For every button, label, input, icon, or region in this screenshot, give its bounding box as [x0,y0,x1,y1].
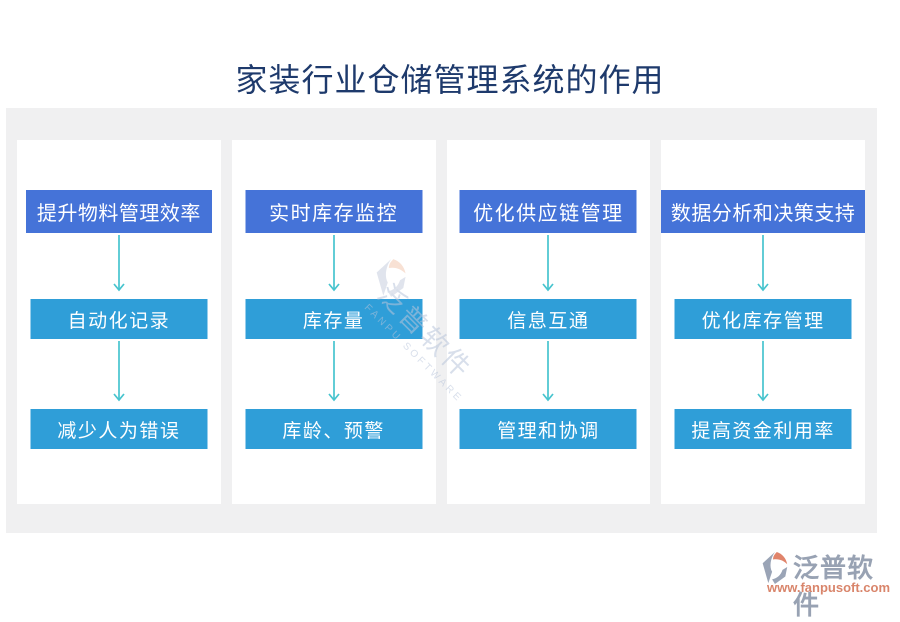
column-panel-2: 实时库存监控 库存量 库龄、预警 [231,140,436,504]
brand-url: www.fanpusoft.com [767,580,891,595]
flow-step-box: 库龄、预警 [245,409,423,449]
flow-step-box: 优化供应链管理 [459,190,637,233]
column-panel-1: 提升物料管理效率 自动化记录 减少人为错误 [17,140,221,504]
warehouse-diagram-page: { "title": "家装行业仓储管理系统的作用", "columns": [… [6,62,900,620]
flow-step-box: 自动化记录 [30,299,208,339]
flow-step-box: 管理和协调 [459,409,637,449]
flow-step-box: 信息互通 [459,299,637,339]
panels-container: 提升物料管理效率 自动化记录 减少人为错误 实时库存监控 库存量 库龄、预警 优… [17,140,866,504]
column-panel-3: 优化供应链管理 信息互通 管理和协调 [446,140,651,504]
brand-footer: 泛普软件 www.fanpusoft.com [753,548,900,620]
down-arrow-icon [111,235,127,302]
down-arrow-icon [326,235,342,302]
flow-step-box: 库存量 [245,299,423,339]
flow-step-box: 提高资金利用率 [674,409,852,449]
column-panel-4: 数据分析和决策支持 优化库存管理 提高资金利用率 [661,140,866,504]
flow-step-box: 实时库存监控 [245,190,423,233]
down-arrow-icon [755,341,771,412]
page-title: 家装行业仓储管理系统的作用 [235,62,665,98]
down-arrow-icon [755,235,771,302]
flow-step-box: 数据分析和决策支持 [661,190,866,233]
flow-step-box: 优化库存管理 [674,299,852,339]
down-arrow-icon [540,341,556,412]
down-arrow-icon [540,235,556,302]
diagram-background: 提升物料管理效率 自动化记录 减少人为错误 实时库存监控 库存量 库龄、预警 优… [6,108,877,533]
flow-step-box: 减少人为错误 [30,409,208,449]
flow-step-box: 提升物料管理效率 [25,190,212,233]
down-arrow-icon [326,341,342,412]
down-arrow-icon [111,341,127,412]
fanpu-logo-icon [762,551,788,585]
